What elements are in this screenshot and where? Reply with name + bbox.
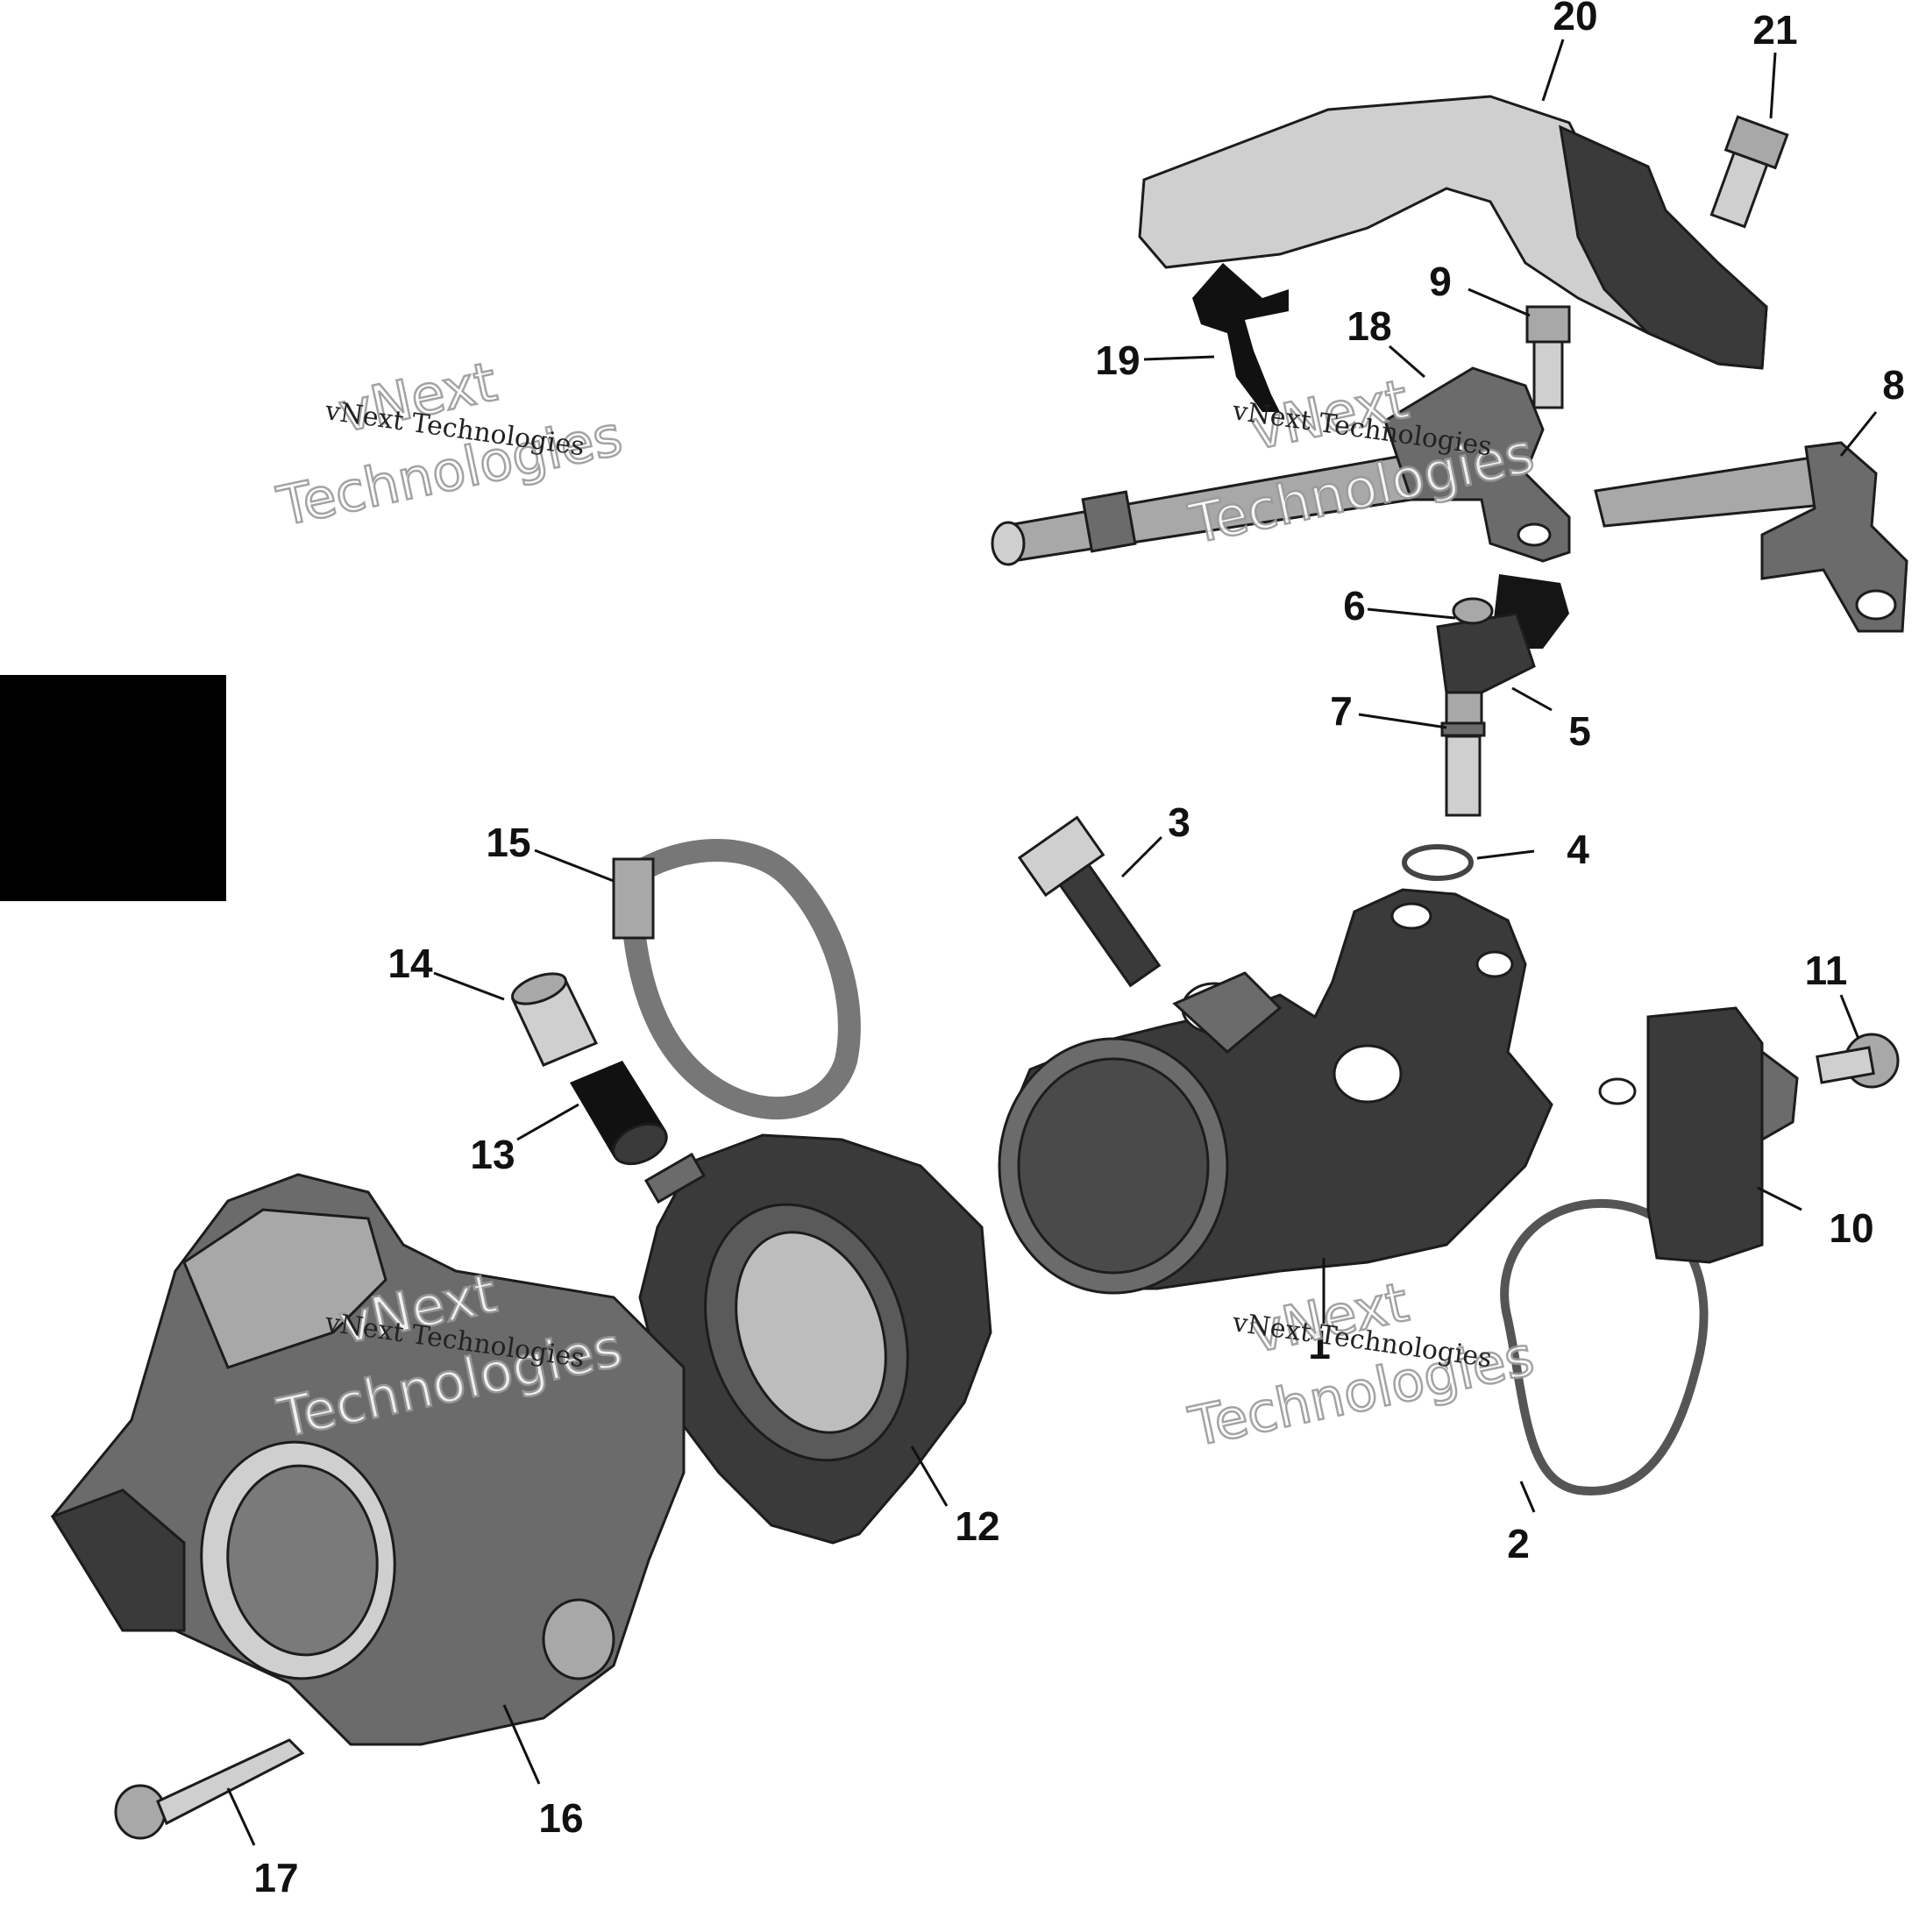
leader-7: [1358, 713, 1447, 729]
leader-8: [1839, 411, 1878, 457]
callout-1: 1: [1308, 1322, 1331, 1367]
callout-18: 18: [1347, 303, 1391, 349]
callout-15: 15: [486, 820, 530, 865]
part-2-gasket-shape: [1500, 1199, 1709, 1495]
part-18-fuel-rail-shape: [991, 366, 1571, 566]
part-12-adapter-shape: [638, 1133, 992, 1545]
callout-2: 2: [1507, 1521, 1530, 1566]
leader-21: [1769, 52, 1777, 119]
callout-20: 20: [1553, 0, 1597, 39]
leader-9: [1468, 288, 1531, 317]
leader-18: [1389, 344, 1425, 379]
leader-6: [1367, 607, 1456, 620]
callout-5: 5: [1568, 708, 1591, 754]
callout-21: 21: [1752, 7, 1797, 53]
leader-19: [1143, 355, 1215, 361]
leader-13: [516, 1103, 579, 1141]
part-10-sensor-shape: [1598, 1006, 1799, 1264]
leader-3: [1120, 835, 1163, 878]
callout-4: 4: [1567, 827, 1589, 872]
leader-10: [1757, 1186, 1802, 1211]
part-11-screw-shape: [1816, 1033, 1900, 1089]
part-20-bracket-shape: [1138, 95, 1768, 370]
part-9-bolt-shape: [1525, 305, 1571, 409]
leader-lines: [226, 39, 1878, 1846]
callout-10: 10: [1829, 1205, 1873, 1251]
callout-13: 13: [470, 1132, 515, 1177]
callout-12: 12: [955, 1503, 999, 1549]
leader-17: [226, 1787, 256, 1846]
part-15-clamp-shape: [612, 839, 861, 1119]
part-17-screw-shape: [114, 1738, 305, 1840]
leader-14: [433, 971, 505, 1001]
callout-16: 16: [538, 1795, 583, 1841]
callout-7: 7: [1330, 688, 1353, 734]
leader-12: [910, 1445, 949, 1507]
callout-17: 17: [253, 1855, 298, 1900]
part-4-oring-shape: [1402, 844, 1474, 881]
section-tab-marker: [0, 675, 226, 901]
part-13-bushing-shape: [570, 1061, 668, 1166]
callout-6: 6: [1343, 583, 1366, 629]
callout-9: 9: [1429, 259, 1452, 304]
part-19-clip-shape: [1192, 263, 1289, 412]
part-1-intake-manifold-shape: [998, 888, 1553, 1295]
part-8-fuel-rail-end-shape: [1594, 441, 1908, 633]
callout-3: 3: [1168, 799, 1190, 845]
callout-numbers: 1 2 3 4 5 6 7 8 9 10 11 12 13 14 15 16 1…: [253, 0, 1904, 1900]
leader-16: [502, 1704, 541, 1785]
leader-15: [534, 849, 615, 883]
leader-5: [1511, 686, 1553, 712]
leader-11: [1839, 994, 1860, 1040]
callout-11: 11: [1805, 948, 1848, 993]
part-14-sleeve-shape: [510, 972, 599, 1067]
part-5-injector-shape: [1436, 574, 1569, 817]
part-16-throttle-body-shape: [50, 1173, 686, 1746]
callout-8: 8: [1882, 362, 1905, 408]
part-3-bolt-shape: [1017, 815, 1162, 988]
leader-4: [1476, 849, 1535, 860]
part-21-bolt-shape: [1709, 115, 1789, 229]
leader-20: [1541, 39, 1565, 102]
callout-19: 19: [1095, 337, 1140, 383]
leader-2: [1519, 1481, 1536, 1513]
callout-14: 14: [387, 941, 433, 986]
